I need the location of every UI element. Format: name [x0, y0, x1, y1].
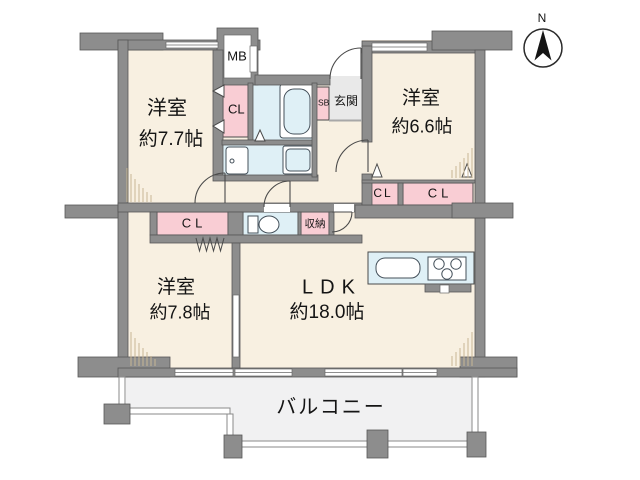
bathtub-icon [283, 88, 311, 135]
windows [165, 34, 438, 377]
railing-post [466, 431, 487, 458]
room-ldk-size: 約18.0帖 [289, 302, 365, 324]
doors [194, 47, 473, 253]
railing-post [366, 429, 389, 459]
toilet-tank-icon [247, 215, 259, 234]
west1-door-arc [194, 172, 226, 204]
bath-door-mark [254, 128, 266, 142]
closet-right-large-label: CL [427, 185, 453, 201]
toilet-door-arc [263, 180, 291, 208]
balcony-label: バルコニー [276, 396, 386, 419]
ldk-door-arc [331, 211, 353, 233]
room-west3-name: 洋室 [156, 277, 196, 299]
fixtures [225, 83, 475, 294]
corner-hatching [126, 148, 473, 366]
entrance-floor [329, 76, 362, 121]
compass-icon [523, 28, 563, 68]
railing-post [103, 403, 131, 425]
railing-post [223, 434, 243, 459]
bifold-door-mark [195, 236, 225, 253]
compass-n-label: N [537, 11, 547, 26]
room-west1-size: 約7.7帖 [138, 129, 204, 151]
room-west3-size: 約7.8帖 [149, 302, 211, 323]
toilet-bowl-icon [258, 215, 280, 234]
room-west2-name: 洋室 [401, 88, 441, 110]
meter-box-label: MB [227, 48, 247, 64]
washbasin-icon [225, 146, 249, 175]
storage-label: 収納 [304, 217, 326, 230]
closet-vertical-label: CL [228, 101, 245, 117]
balcony-floor [126, 377, 474, 444]
kitchen-sink-icon [375, 257, 421, 279]
front-door-arc [329, 47, 362, 80]
west2-door-arc [335, 139, 369, 173]
balcony-railing [103, 376, 487, 459]
shoe-box-label: SB [318, 97, 330, 108]
room-west1-name: 洋室 [147, 97, 187, 120]
room-west2-size: 約6.6帖 [391, 116, 453, 137]
entrance-label: 玄関 [333, 94, 359, 109]
room-ldk-name: LDK [302, 276, 362, 299]
sliding-door [232, 294, 240, 358]
closet-right-small-label: CL [373, 186, 393, 201]
closet-mid-label: CL [181, 215, 207, 231]
